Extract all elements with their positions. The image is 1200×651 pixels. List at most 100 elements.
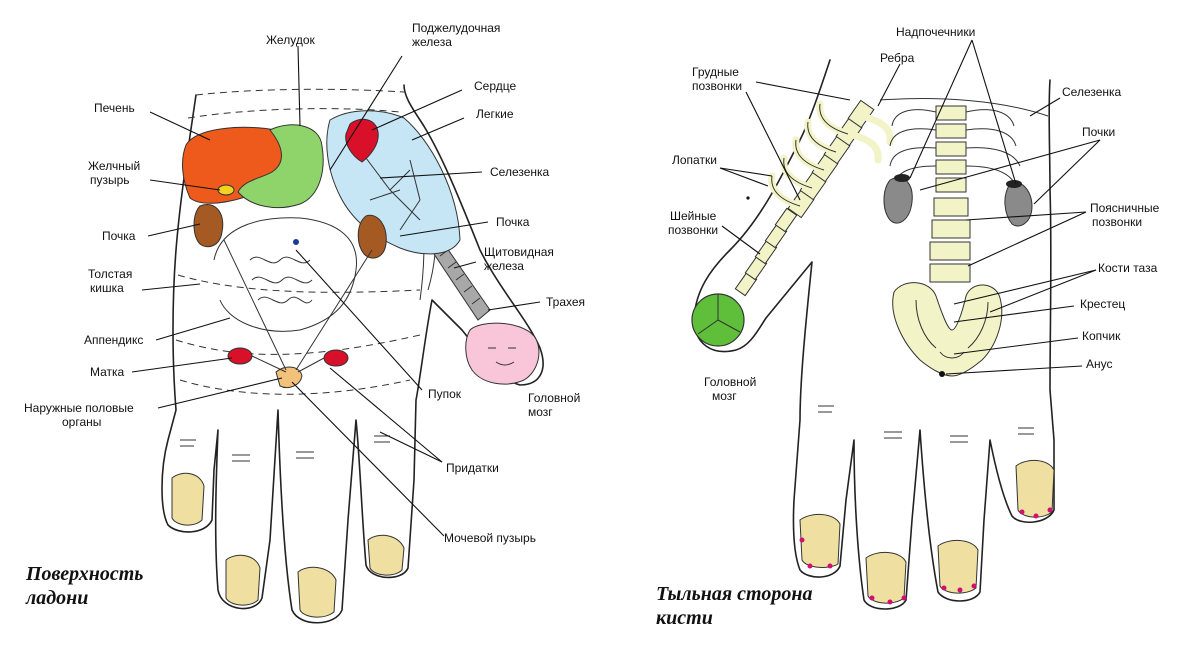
palm-ovary-left	[227, 347, 253, 365]
label-lumbar-1: Поясничные	[1090, 201, 1160, 215]
back-caption-1: Тыльная сторона	[656, 583, 812, 605]
label-appendix: Аппендикс	[84, 333, 143, 347]
label-genitals-1: Наружные половые	[24, 401, 134, 415]
back-adrenal-right	[1006, 180, 1022, 188]
label-thoracic-1: Грудные	[692, 65, 739, 79]
label-lungs: Легкие	[476, 107, 514, 121]
back-crease-1	[818, 405, 834, 413]
back-nail-polish	[799, 507, 1053, 605]
label-adnexa: Придатки	[446, 461, 499, 475]
label-coccyx: Копчик	[1082, 329, 1121, 343]
back-kidney-right	[1004, 182, 1033, 227]
back-ribs-left-outline	[771, 103, 849, 207]
palm-caption-2: ладони	[25, 587, 88, 609]
palm-crease-1	[177, 274, 421, 293]
palm-hand	[161, 84, 544, 624]
label-stomach: Желудок	[266, 33, 315, 47]
back-anus-dot	[939, 371, 945, 377]
back-pelvis	[892, 282, 1003, 377]
label-cervical-1: Шейные	[670, 209, 717, 223]
back-crease-4	[1018, 427, 1034, 435]
palm-ureters	[223, 239, 373, 373]
palm-stomach	[237, 124, 324, 209]
label-heart: Сердце	[474, 79, 516, 93]
back-small-dot	[746, 196, 750, 200]
label-palm-brain-2: мозг	[528, 405, 553, 419]
back-brain-segments	[697, 294, 741, 335]
palm-labels: Желудок Поджелудочная железа Печень Серд…	[24, 21, 585, 609]
palm-leaders	[131, 45, 541, 537]
label-sacrum: Крестец	[1080, 297, 1125, 311]
label-kidney-right: Почка	[496, 215, 530, 229]
label-lumbar-2: позвонки	[1092, 215, 1142, 229]
palm-crease-3	[179, 379, 411, 395]
back-labels: Надпочечники Ребра Грудные позвонки Селе…	[656, 25, 1160, 629]
palm-brain	[465, 322, 540, 385]
label-liver: Печень	[94, 101, 135, 115]
label-colon-2: кишка	[90, 281, 124, 295]
label-bladder: Мочевой пузырь	[444, 531, 536, 545]
label-colon-1: Толстая	[88, 267, 132, 281]
back-cervical-vertebrae	[734, 207, 798, 297]
label-ribs: Ребра	[880, 51, 915, 65]
label-thoracic-2: позвонки	[692, 79, 742, 93]
label-spleen: Селезенка	[490, 165, 550, 179]
back-pelvis-detail	[915, 299, 989, 359]
label-navel: Пупок	[428, 387, 462, 401]
back-nail-2	[865, 552, 907, 604]
palm-kidney-right	[357, 214, 387, 259]
palm-fingertip-foot-1	[171, 472, 205, 526]
finger-crease-3	[296, 451, 314, 459]
label-adrenals: Надпочечники	[896, 25, 975, 39]
label-genitals-2: органы	[62, 415, 101, 429]
label-back-brain-2: мозг	[712, 389, 737, 403]
back-lumbar-spine	[929, 105, 971, 283]
back-kidney-left	[883, 177, 913, 224]
label-uterus: Матка	[90, 365, 125, 379]
palm-small-intestine	[249, 256, 313, 304]
palm-brain-face	[488, 347, 516, 366]
palm-intestine-frame	[213, 217, 357, 332]
label-palm-brain-1: Головной	[528, 391, 580, 405]
label-back-spleen: Селезенка	[1062, 85, 1122, 99]
label-pancreas-2: железа	[412, 35, 452, 49]
back-crease-2	[884, 431, 902, 439]
palm-kidney-left	[193, 204, 224, 248]
palm-lung-branches	[359, 149, 421, 231]
label-pancreas-1: Поджелудочная	[412, 21, 500, 35]
palm-fingertip-foot-4	[367, 534, 405, 576]
label-anus: Анус	[1086, 357, 1113, 371]
label-kidneys: Почки	[1082, 125, 1115, 139]
back-nail-1	[799, 514, 841, 568]
palm-ovary-right	[323, 349, 349, 367]
label-pelvis: Кости таза	[1098, 261, 1158, 275]
back-crease-3	[950, 435, 968, 443]
palm-caption-1: Поверхность	[25, 563, 143, 585]
back-adrenal-left	[894, 174, 910, 182]
palm-heart	[345, 118, 379, 163]
label-thyroid-2: железа	[484, 259, 524, 273]
palm-trachea-rings	[439, 249, 481, 305]
finger-crease-4	[374, 435, 390, 443]
label-back-brain-1: Головной	[704, 375, 756, 389]
finger-crease-2	[232, 454, 250, 462]
label-cervical-2: позвонки	[668, 223, 718, 237]
label-trachea: Трахея	[546, 295, 585, 309]
palm-fingertip-foot-2	[225, 554, 261, 606]
palm-gallbladder	[217, 184, 235, 196]
label-scapulae: Лопатки	[672, 153, 717, 167]
back-caption-2: кисти	[656, 607, 713, 629]
finger-crease-1	[180, 439, 196, 447]
palm-navel	[293, 239, 299, 245]
back-outline	[693, 59, 1055, 610]
palm-wrist-line-1	[195, 88, 405, 96]
label-gallbladder-1: Желчный	[88, 159, 140, 173]
back-leaders	[719, 39, 1101, 375]
label-thyroid-1: Щитовидная	[484, 245, 554, 259]
label-kidney-left: Почка	[102, 229, 136, 243]
label-gallbladder-2: пузырь	[90, 173, 130, 187]
palm-fingertip-foot-3	[297, 566, 337, 618]
back-hand	[691, 59, 1055, 610]
palm-wrist-line-2	[187, 108, 401, 119]
